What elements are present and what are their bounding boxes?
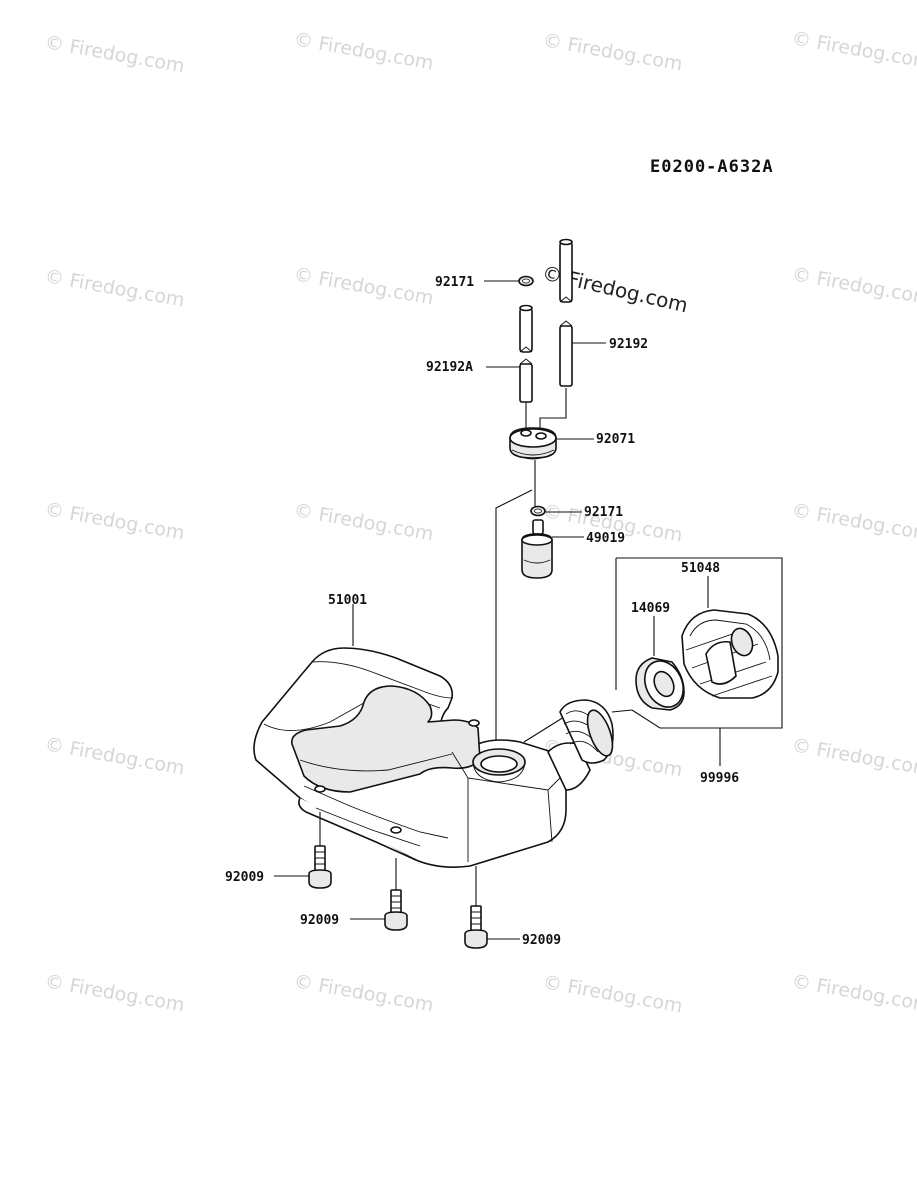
label-92192: 92192 <box>609 337 648 352</box>
fuel-cap-51048[interactable] <box>681 576 779 699</box>
cap-assembly-box <box>611 557 783 766</box>
label-92009-left: 92009 <box>225 870 264 885</box>
label-92009-right: 92009 <box>522 933 561 948</box>
watermark: © Firedog.com <box>43 31 186 77</box>
watermark: © Firedog.com <box>790 499 917 545</box>
watermark: © Firedog.com <box>43 498 186 544</box>
watermark: © Firedog.com <box>292 263 435 309</box>
watermark: © Firedog.com <box>43 265 186 311</box>
clip-92171-top[interactable] <box>518 275 534 287</box>
clip-92171-mid[interactable] <box>530 505 546 517</box>
watermark: © Firedog.com <box>292 499 435 545</box>
watermark: © Firedog.com <box>292 970 435 1016</box>
watermark: © Firedog.com <box>790 27 917 73</box>
hose-92192[interactable] <box>539 238 573 433</box>
watermark: © Firedog.com <box>541 971 684 1017</box>
bolt-92009-left[interactable] <box>308 812 332 889</box>
fuel-filter-49019[interactable] <box>521 519 553 579</box>
hose-92192a[interactable] <box>519 304 533 429</box>
leader-lines <box>274 280 606 940</box>
watermark: © Firedog.com <box>790 734 917 780</box>
watermark: © Firedog.com <box>790 970 917 1016</box>
label-92009-middle: 92009 <box>300 913 339 928</box>
cap-gasket-14069[interactable] <box>635 616 690 713</box>
fuel-tank-51001[interactable] <box>253 647 591 868</box>
bolt-92009-middle[interactable] <box>384 858 408 931</box>
label-49019: 49019 <box>586 531 625 546</box>
label-92071: 92071 <box>596 432 635 447</box>
diagram-code: E0200-A632A <box>650 157 774 177</box>
label-51001: 51001 <box>328 593 367 608</box>
label-92171-top: 92171 <box>435 275 474 290</box>
grommet-92071[interactable] <box>509 427 557 460</box>
watermark: © Firedog.com <box>292 28 435 74</box>
label-92192a: 92192A <box>426 360 473 375</box>
watermark: © Firedog.com <box>790 263 917 309</box>
watermark: © Firedog.com <box>541 29 684 75</box>
leader-line-tank-pickup <box>495 489 533 762</box>
bolt-92009-right[interactable] <box>464 866 488 949</box>
label-51048: 51048 <box>681 561 720 576</box>
watermark: © Firedog.com <box>43 970 186 1016</box>
watermark-layer: © Firedog.com © Firedog.com © Firedog.co… <box>43 27 917 1017</box>
watermark: © Firedog.com <box>43 733 186 779</box>
label-92171-mid: 92171 <box>584 505 623 520</box>
label-14069: 14069 <box>631 601 670 616</box>
tank-neck-thread[interactable] <box>559 699 618 764</box>
label-99996: 99996 <box>700 771 739 786</box>
